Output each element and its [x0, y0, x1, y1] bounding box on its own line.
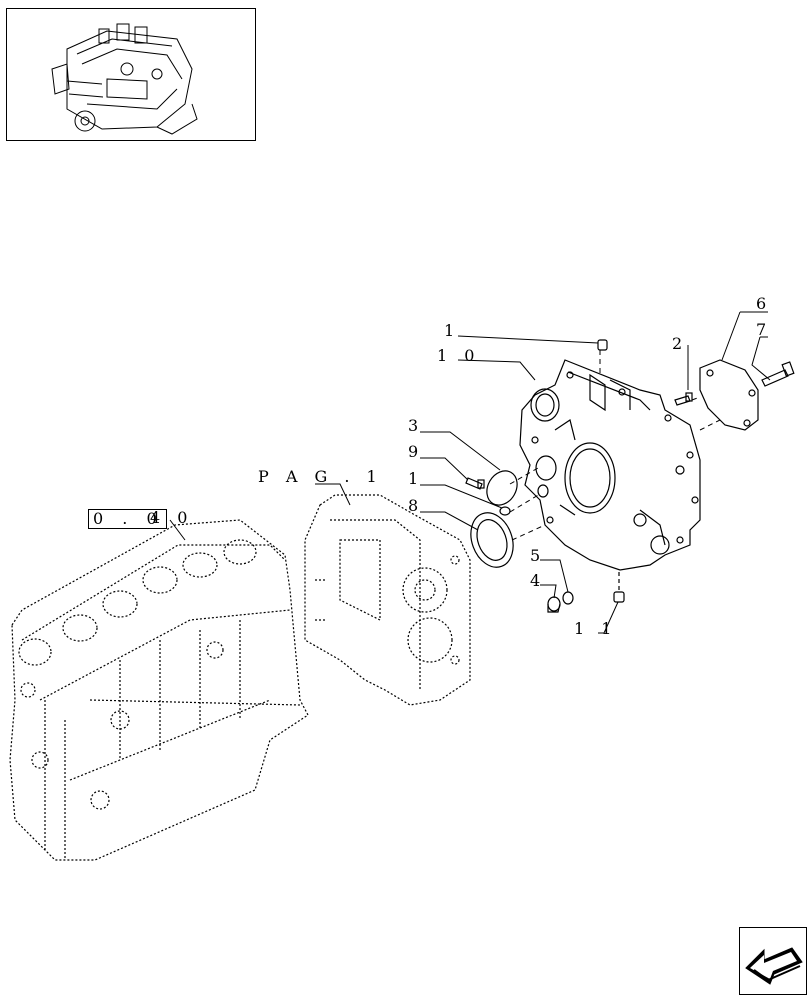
- section-reference-box[interactable]: 0 . 0: [88, 509, 167, 529]
- part-label-1-top: 1: [444, 321, 461, 340]
- part-label-4: 4: [530, 571, 547, 590]
- small-cover-3: [486, 470, 518, 506]
- cover-plate: [699, 359, 759, 431]
- bolt-9: [465, 477, 485, 490]
- part-label-5: 5: [530, 546, 547, 565]
- part-label-8: 8: [408, 496, 425, 515]
- bolt-7: [761, 361, 795, 387]
- nav-back-button[interactable]: [739, 927, 807, 995]
- engine-block: [9, 519, 309, 861]
- bolt-2: [674, 392, 693, 406]
- part-label-1-mid: 1: [408, 469, 425, 488]
- seal-ring-8: [470, 512, 514, 568]
- arrow-left-nav-icon: [745, 947, 803, 985]
- page-reference-label: P A G . 1: [258, 467, 383, 486]
- part-label-10: 1 0: [437, 346, 481, 365]
- ring-5: [562, 591, 574, 605]
- flywheel-housing: [519, 359, 701, 571]
- engine-thumbnail-icon: [51, 23, 198, 135]
- part-label-2: 2: [672, 334, 689, 353]
- timing-housing-ref: [304, 494, 471, 706]
- part-label-11: 1 1: [574, 619, 618, 638]
- part-label-6: 6: [756, 294, 773, 313]
- o-ring: [537, 484, 549, 498]
- plug-1-top: [597, 339, 608, 351]
- part-label-9: 9: [408, 442, 425, 461]
- plug-1-mid: [499, 506, 511, 516]
- section-reference-tail: 4 0: [150, 508, 194, 527]
- plug-11: [613, 591, 625, 603]
- part-label-7: 7: [756, 320, 773, 339]
- part-label-3: 3: [408, 416, 425, 435]
- plug-4: [547, 596, 561, 613]
- engine-thumbnail-frame: [6, 8, 256, 141]
